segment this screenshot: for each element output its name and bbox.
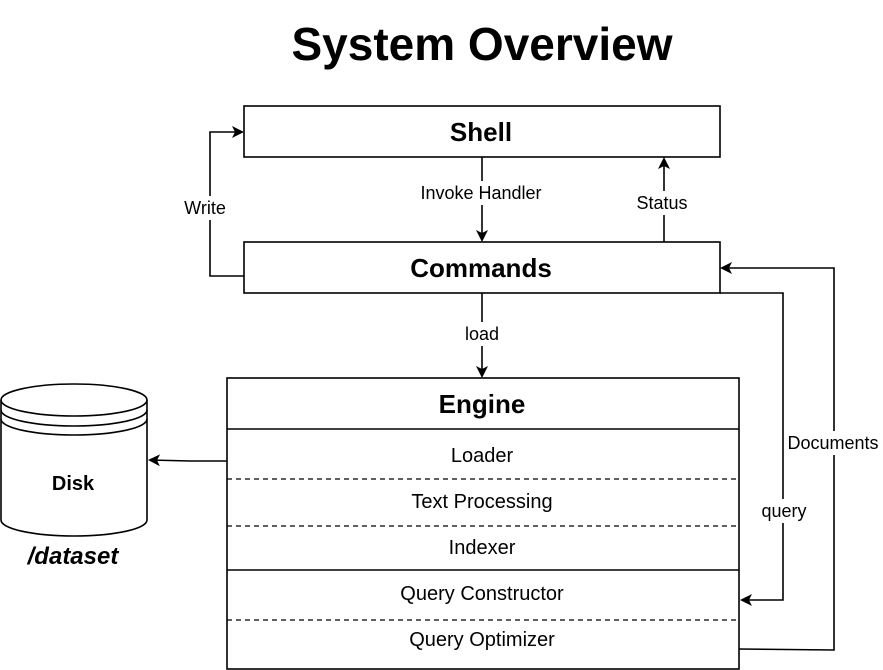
engine-component-text-processing: Text Processing: [411, 491, 552, 513]
disk-caption: /dataset: [27, 543, 120, 570]
engine-component-query-constructor: Query Constructor: [400, 583, 564, 605]
disk-cylinder: Disk: [0, 383, 148, 537]
commands-box: Commands: [243, 241, 721, 294]
engine-box: Engine Loader Text Processing Indexer Qu…: [226, 377, 740, 670]
commands-label: Commands: [410, 253, 552, 283]
disk-label: Disk: [52, 473, 95, 495]
shell-label: Shell: [450, 117, 512, 147]
query-label: query: [761, 501, 806, 521]
engine-component-query-optimizer: Query Optimizer: [409, 629, 555, 651]
engine-component-loader: Loader: [451, 445, 514, 467]
query-arrow: [720, 292, 784, 606]
documents-label: Documents: [787, 433, 878, 453]
invoke-handler-label: Invoke Handler: [420, 183, 541, 203]
write-label: Write: [184, 198, 226, 218]
diagram-title: System Overview: [291, 18, 672, 70]
engine-label: Engine: [439, 389, 526, 419]
shell-box: Shell: [243, 105, 721, 158]
load-label: load: [465, 324, 499, 344]
status-label: Status: [636, 193, 687, 213]
documents-arrow: [720, 262, 835, 651]
disk-arrow: [148, 454, 227, 467]
engine-component-indexer: Indexer: [449, 537, 516, 559]
